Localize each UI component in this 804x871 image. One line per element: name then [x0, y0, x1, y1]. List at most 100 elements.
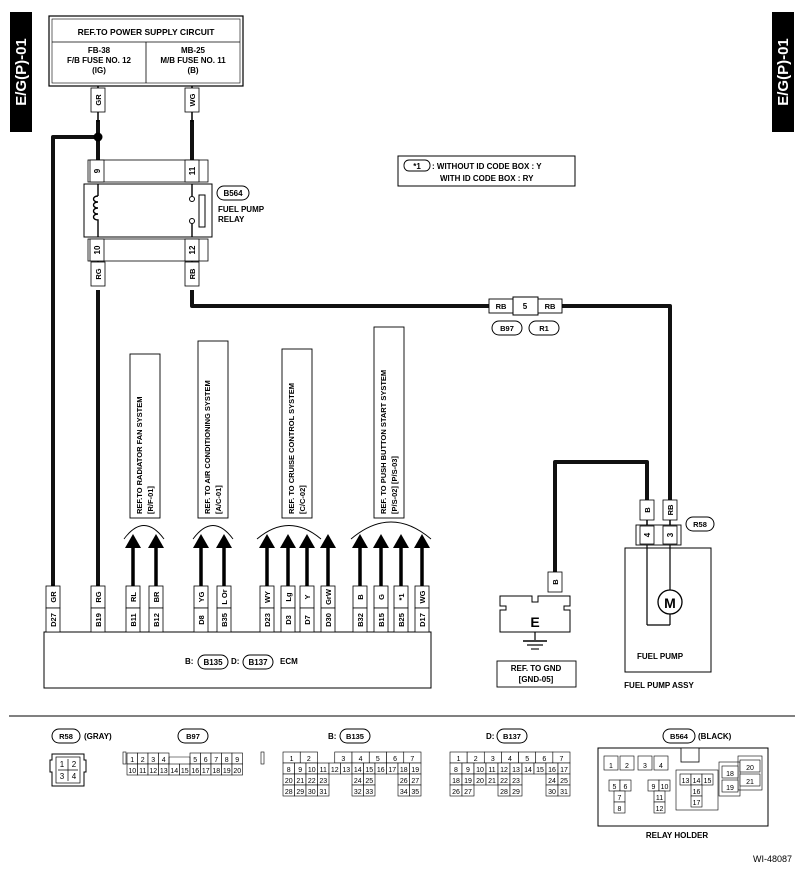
b97-pin-4: 4 — [162, 757, 166, 764]
b564-pin-11: 11 — [656, 795, 663, 802]
fuse-left-line2: F/B FUSE NO. 12 — [67, 56, 132, 65]
b137-pin-6: 6 — [542, 756, 546, 763]
b564-pin-14: 14 — [693, 778, 701, 785]
b97-name: B97 — [186, 732, 200, 741]
b137-pin-18: 18 — [452, 778, 460, 785]
b97-pin-3: 3 — [151, 757, 155, 764]
arrow-d23 — [259, 534, 275, 586]
relay-connector-label: B564 — [223, 189, 243, 198]
ecm-pin-label: D17 — [418, 613, 427, 627]
b137-pin-24: 24 — [548, 778, 556, 785]
ecm-pin-label: B15 — [377, 613, 386, 627]
side-tab-right-label: E/G(P)-01 — [775, 38, 792, 106]
b135-pin-34: 34 — [400, 789, 408, 796]
b135-pin-10: 10 — [308, 767, 316, 774]
b97-pin-15: 15 — [181, 768, 189, 775]
side-tab-left: E/G(P)-01 — [10, 12, 32, 132]
b137-name: B137 — [503, 732, 521, 741]
ecm-wire-label: B — [356, 594, 365, 600]
r58-pin-2: 2 — [72, 760, 77, 769]
b137-pin-2: 2 — [474, 756, 478, 763]
ecm-name: ECM — [280, 657, 298, 666]
b564-pin-21-cell — [739, 773, 761, 787]
ground-ref-line2: [GND-05] — [519, 675, 554, 684]
b564-pin-20: 20 — [746, 765, 754, 772]
ref-cruise-line1: REF. TO CRUISE CONTROL SYSTEM — [287, 383, 296, 514]
relay-pin-12: 12 — [188, 245, 197, 254]
side-tab-left-label: E/G(P)-01 — [13, 38, 30, 106]
r58-color: (GRAY) — [84, 732, 112, 741]
b97-pin-13: 13 — [160, 768, 168, 775]
b135-pin-31-cell — [317, 784, 330, 797]
ground-wire-b: B — [551, 579, 560, 585]
b135-pin-12: 12 — [331, 767, 339, 774]
ecm-pin-b15: G B15 — [373, 584, 389, 633]
arrow-b25 — [393, 534, 409, 586]
side-tab-right: E/G(P)-01 — [772, 12, 794, 132]
b564-pin-3: 3 — [643, 763, 647, 770]
b135-pin-31: 31 — [319, 789, 327, 796]
pump-inner-label: FUEL PUMP — [637, 652, 684, 661]
b135-pin-3: 3 — [341, 756, 345, 763]
b97-pin-1: 1 — [130, 757, 134, 764]
b564-pin-12-cell — [653, 801, 666, 814]
b564-pin-7: 7 — [618, 795, 622, 802]
b135-pin-24: 24 — [354, 778, 362, 785]
r58-pin-4: 4 — [72, 772, 77, 781]
note-box: *1 : WITHOUT ID CODE BOX : Y WITH ID COD… — [397, 155, 576, 187]
arrow-b15 — [373, 534, 389, 586]
b137-pin-30: 30 — [548, 789, 556, 796]
arrow-d7 — [299, 534, 315, 586]
b564-name: B564 — [670, 732, 689, 741]
ecm-pin-label: D27 — [49, 613, 58, 627]
ecm-conn-d-prefix: D: — [231, 657, 239, 666]
b135-pin-33-cell — [363, 784, 376, 797]
b137-pin-3: 3 — [491, 756, 495, 763]
fuse-left-line1: FB-38 — [88, 46, 111, 55]
b97-pin-18: 18 — [212, 768, 220, 775]
b564-pin-18-cell — [721, 765, 739, 779]
b564-pin-19-cell — [721, 779, 739, 793]
b137-pin-13: 13 — [512, 767, 520, 774]
ecm-pin-label: B25 — [397, 613, 406, 627]
b564-pin-17: 17 — [693, 800, 701, 807]
relay-name-line2: RELAY — [218, 215, 245, 224]
fuse-right-line1: MB-25 — [181, 46, 206, 55]
b564-pin-8: 8 — [618, 806, 622, 813]
b135-pin-17: 17 — [388, 767, 396, 774]
b97-pin-20: 20 — [233, 768, 241, 775]
b564-pin-10: 10 — [661, 784, 669, 791]
b97-pin-8: 8 — [225, 757, 229, 764]
ground-terminal: B E REF. TO GND [GND-05] — [496, 571, 577, 688]
relay-pin-11: 11 — [188, 166, 197, 175]
b564-pin-2: 2 — [625, 763, 629, 770]
ecm-pin-d7: YD7 — [299, 584, 315, 633]
b137-pin-14: 14 — [524, 767, 532, 774]
b135-pin-16: 16 — [377, 767, 385, 774]
b135-pin-29: 29 — [296, 789, 304, 796]
arrow-b11 — [125, 534, 141, 586]
b97-pin-20-cell — [231, 763, 243, 776]
b135-pin-35-cell — [409, 784, 422, 797]
b564-pin-1-cell — [603, 755, 619, 771]
ecm-pin-label: B32 — [356, 613, 365, 627]
wire-labels-relay: RG RB — [90, 261, 200, 287]
ref-radiator-line1: REF.TO RADIATOR FAN SYSTEM — [135, 396, 144, 514]
ecm-conn-d: B137 — [248, 658, 268, 667]
ecm-wire-label: G — [377, 594, 386, 600]
b137-pin-29-cell — [509, 784, 523, 797]
ecm-pin-label: B19 — [94, 613, 103, 627]
connector-r58-view: R58 (GRAY) 1 2 3 4 — [49, 728, 112, 787]
pump-assy-label: FUEL PUMP ASSY — [624, 681, 694, 690]
fuse-right-line2: M/B FUSE NO. 11 — [160, 56, 226, 65]
b564-pin-21: 21 — [746, 779, 754, 786]
b135-pin-25: 25 — [365, 778, 373, 785]
b564-pin-18: 18 — [726, 771, 734, 778]
b135-pin-26: 26 — [400, 778, 408, 785]
